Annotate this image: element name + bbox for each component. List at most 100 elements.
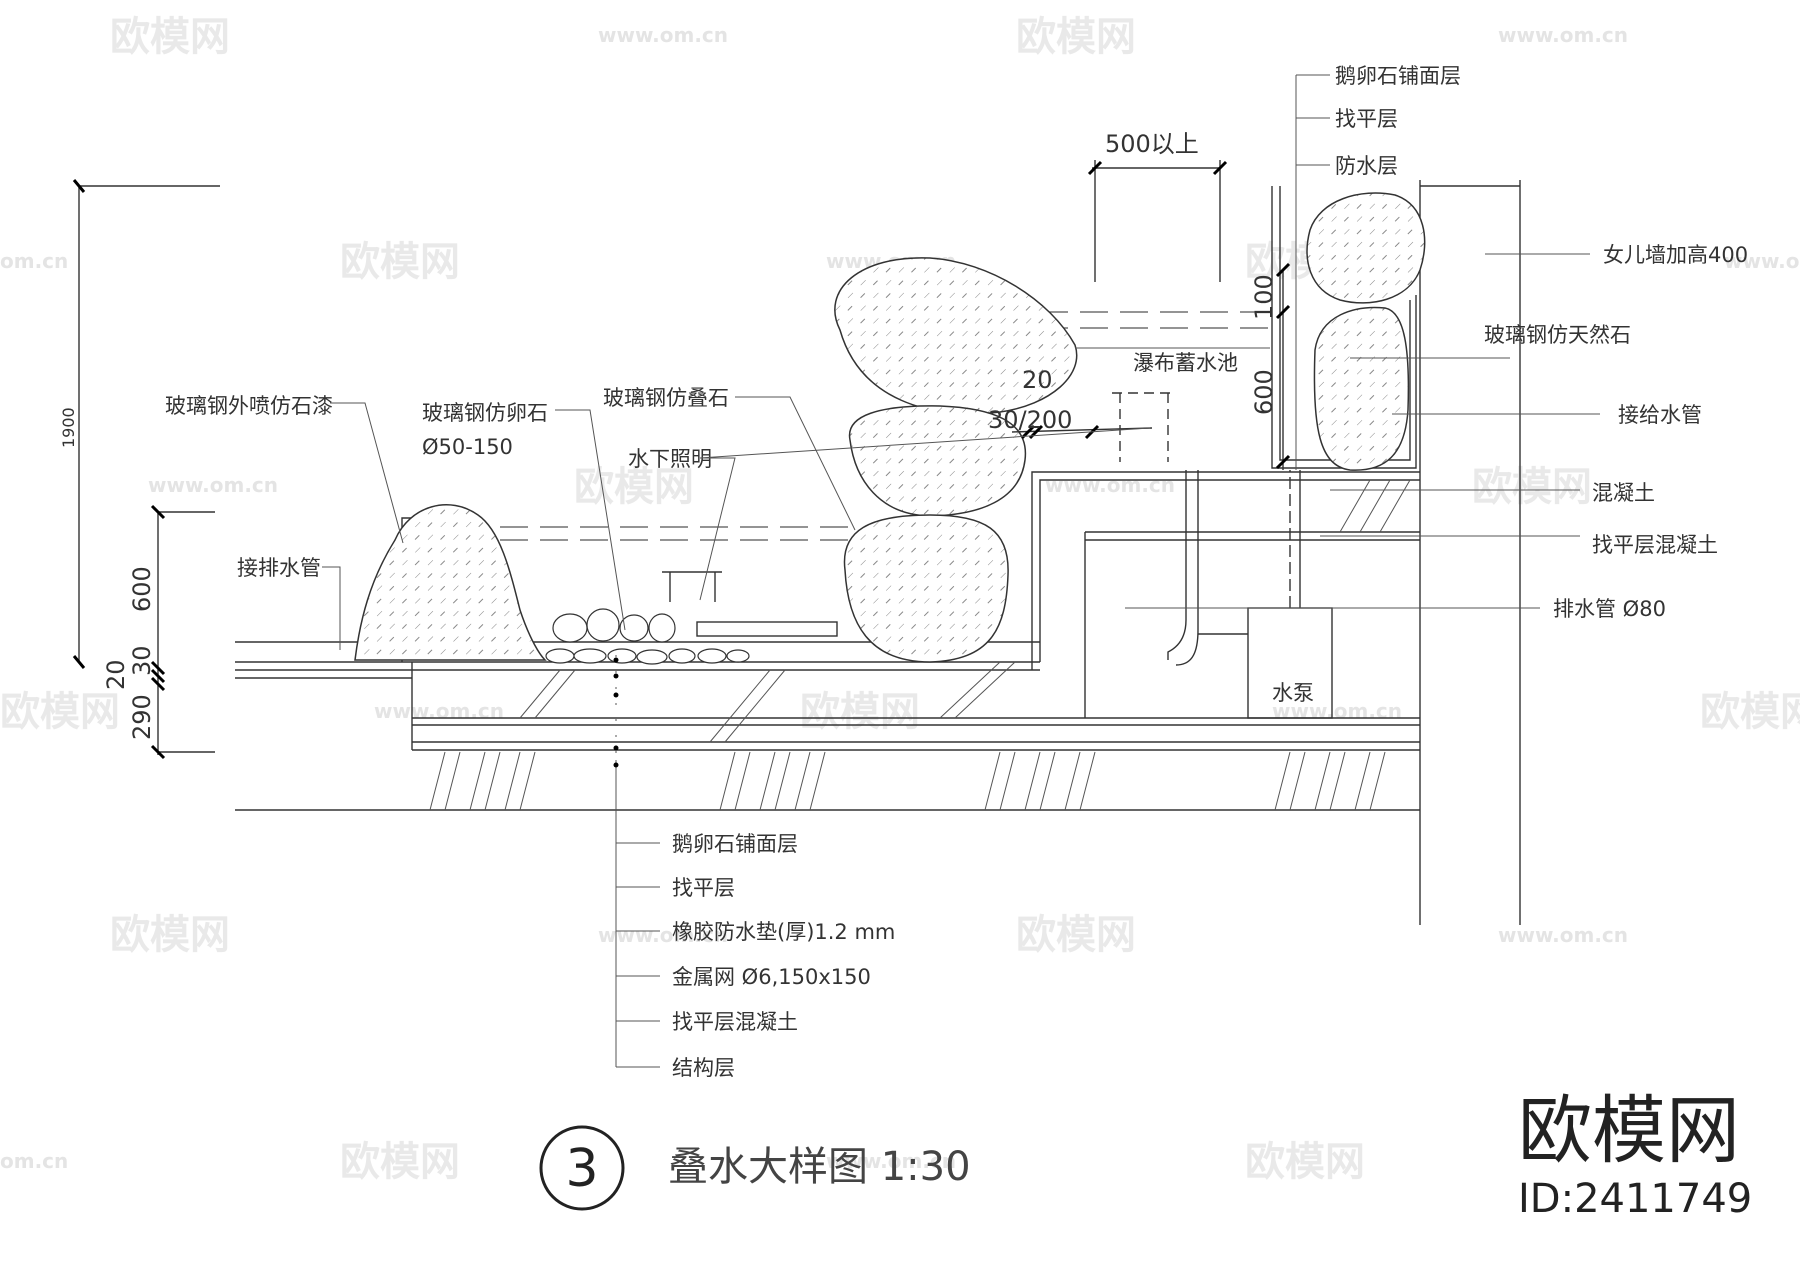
drain-pipe-bend <box>1167 619 1199 666</box>
watermark-logo: 欧模网 <box>110 912 230 958</box>
leader <box>735 396 856 531</box>
leader <box>330 402 404 544</box>
drawing-title: 3 叠水大样图 1:30 <box>539 1125 971 1211</box>
dim-20-top-label: 20 <box>1022 366 1053 394</box>
label-concrete: 混凝土 <box>1592 481 1655 505</box>
slab-hatch <box>719 751 826 811</box>
label-drain-pipe: 排水管 Ø80 <box>1553 597 1666 621</box>
right-annotations: 鹅卵石铺面层 找平层 防水层 女儿墙加高400 玻璃钢仿天然石 接给水管 混凝土… <box>1125 64 1748 621</box>
brand-id-text: ID:2411749 <box>1518 1176 1752 1222</box>
label-b-leveling: 找平层 <box>672 876 735 900</box>
watermark-url: www.om.cn <box>598 923 728 947</box>
pebble <box>607 648 637 664</box>
label-supply-pipe: 接给水管 <box>1618 403 1702 427</box>
brand-logo-text: 欧模网 <box>1518 1088 1740 1174</box>
dim-tick <box>150 676 166 692</box>
stacked-rock-bottom <box>843 514 1009 663</box>
slab-hatch <box>429 751 536 811</box>
watermark-logo: 欧模网 <box>340 1139 460 1185</box>
dim-tick <box>1087 160 1103 176</box>
bottom-annotations: 鹅卵石铺面层 找平层 橡胶防水垫(厚)1.2 mm 金属网 Ø6,150x150… <box>613 655 895 1080</box>
label-underwater-light: 水下照明 <box>628 447 712 471</box>
dim-20-left-label: 20 <box>102 659 130 690</box>
watermark-logo: 欧模网 <box>1472 464 1592 510</box>
pump-system: 水泵 <box>1167 470 1333 719</box>
brand-watermark: 欧模网 ID:2411749 <box>1518 1088 1752 1222</box>
label-frp-spray: 玻璃钢外喷仿石漆 <box>165 394 333 418</box>
rocks <box>354 192 1426 663</box>
pebble <box>636 649 668 665</box>
dim-tick <box>1275 304 1291 320</box>
label-r-pebble-surface: 鹅卵石铺面层 <box>1335 64 1461 88</box>
pebble <box>552 613 588 643</box>
pebble <box>545 648 575 664</box>
water-surface <box>420 311 1270 541</box>
pebble <box>668 648 696 664</box>
watermark-url: www.om.cn <box>1272 699 1402 723</box>
pool-hatch <box>519 661 1016 743</box>
left-annotations: 玻璃钢外喷仿石漆 玻璃钢仿卵石 Ø50-150 玻璃钢仿叠石 水下照明 接排水管… <box>165 347 1270 650</box>
dim-500-label: 500以上 <box>1105 130 1199 158</box>
underwater-lights <box>662 392 1175 637</box>
label-r-leveling: 找平层 <box>1335 107 1398 131</box>
label-b-mesh: 金属网 Ø6,150x150 <box>672 965 871 989</box>
watermark-url: om.cn <box>0 249 68 273</box>
dim-600-left-label: 600 <box>128 566 156 612</box>
leader <box>322 566 341 650</box>
layer-marker <box>613 762 619 768</box>
watermark-url: om.cn <box>0 1149 68 1173</box>
dim-tick <box>150 504 166 520</box>
dim-30-200-label: 30/200 <box>988 406 1072 434</box>
dim-30-left-label: 30 <box>128 645 156 676</box>
watermark-url: www.om.cn <box>598 23 728 47</box>
light-base <box>696 621 838 637</box>
watermark-url: www.om.cn <box>1498 923 1628 947</box>
dim-tick <box>150 660 166 676</box>
watermark-logo: 欧模网 <box>340 239 460 285</box>
watermark-url: www.om.cn <box>1045 473 1175 497</box>
label-r-waterproof: 防水层 <box>1335 154 1398 178</box>
slab-hatch <box>1274 751 1386 811</box>
watermark-url: www.om.cn <box>374 699 504 723</box>
leader <box>555 409 626 631</box>
dim-tick <box>150 744 166 760</box>
dim-tick <box>1212 160 1228 176</box>
concrete-hatch <box>1339 479 1411 533</box>
watermark-url: www.om.cn <box>826 1149 956 1173</box>
dim-tick <box>72 655 86 669</box>
label-frp-pebble: 玻璃钢仿卵石 <box>422 401 548 425</box>
dim-tick <box>1275 454 1291 470</box>
label-b-rubber: 橡胶防水垫(厚)1.2 mm <box>672 920 895 944</box>
label-leveling-concrete: 找平层混凝土 <box>1592 533 1718 557</box>
pebble <box>586 608 620 642</box>
pebble <box>648 613 676 643</box>
label-b-structure: 结构层 <box>672 1056 735 1080</box>
upper-pool-floor-2 <box>1031 471 1420 670</box>
label-drain-connect: 接排水管 <box>237 556 321 580</box>
dim-tick <box>72 179 86 193</box>
watermark-url: www.om.cn <box>148 473 278 497</box>
dim-290-label: 290 <box>128 694 156 740</box>
watermark-logo: 欧模网 <box>1700 689 1800 735</box>
frp-sprayed-rock <box>354 504 547 661</box>
watermark-logo: 欧模网 <box>574 464 694 510</box>
slab-hatch <box>984 751 1096 811</box>
drain-pipe-vertical <box>1185 470 1199 630</box>
pebble <box>697 648 727 664</box>
dim-100-label: 100 <box>1250 274 1278 320</box>
label-frp-stack: 玻璃钢仿叠石 <box>603 386 729 410</box>
layer-marker <box>613 692 619 698</box>
label-b-leveling-concrete: 找平层混凝土 <box>672 1010 798 1034</box>
leader <box>699 457 736 601</box>
label-waterfall-pool: 瀑布蓄水池 <box>1133 351 1238 375</box>
light-fixture-upper <box>1112 392 1175 462</box>
light-fixture-lower <box>662 571 722 602</box>
detail-number-circle <box>539 1125 625 1211</box>
label-pebble-size: Ø50-150 <box>422 435 513 459</box>
drawing-title-text: 叠水大样图 1:30 <box>668 1144 971 1190</box>
watermark-logo: 欧模网 <box>1016 912 1136 958</box>
layer-marker <box>613 657 619 663</box>
upper-pool-floor <box>1039 479 1420 662</box>
label-parapet: 女儿墙加高400 <box>1603 243 1748 267</box>
